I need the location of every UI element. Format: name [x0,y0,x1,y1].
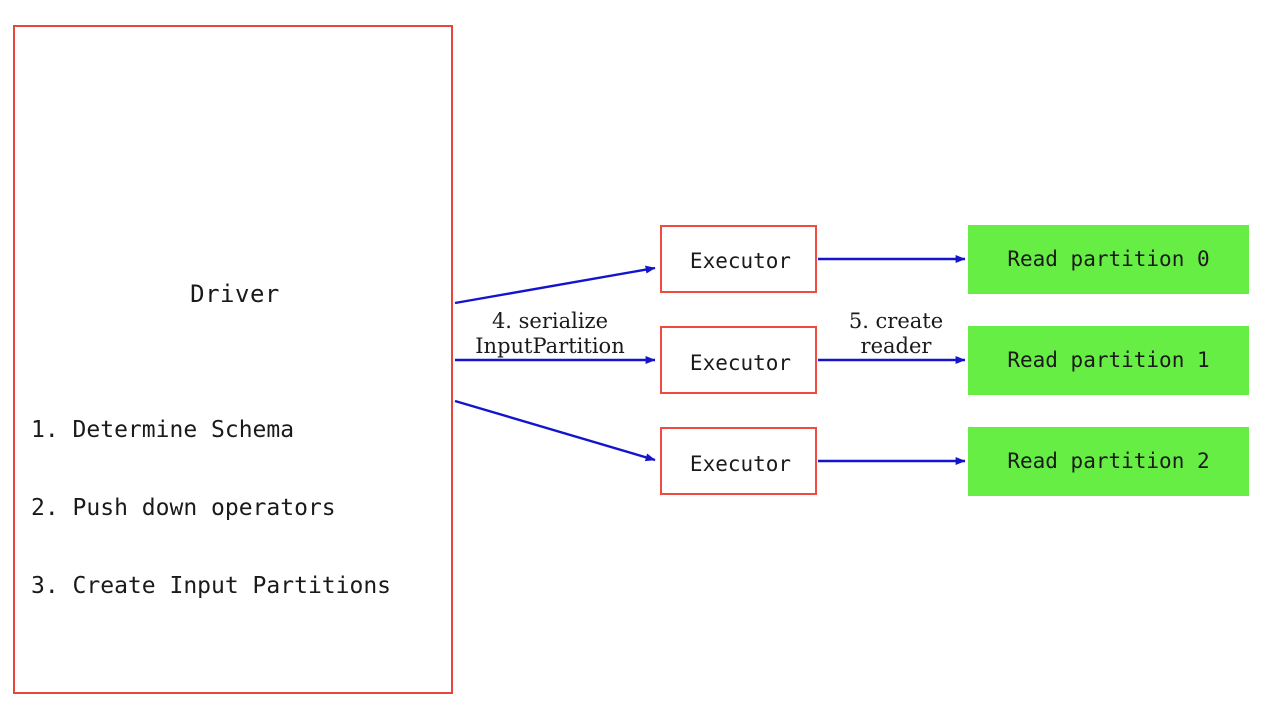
driver-title: Driver [190,280,280,308]
driver-step-1: 1. Determine Schema [31,417,295,443]
read-partition-label-0: Read partition 0 [1007,247,1210,271]
read-partition-box-1: Read partition 1 [968,326,1249,395]
executor-box-2: Executor [660,326,817,394]
driver-step-3: 3. Create Input Partitions [31,573,392,599]
executor-box-1: Executor [660,225,817,293]
executor-label-2: Executor [689,351,792,375]
edge-label-create-reader: 5. create reader [848,309,944,358]
driver-box: Driver 1. Determine Schema 2. Push down … [13,25,453,694]
read-partition-box-2: Read partition 2 [968,427,1249,496]
arrow-driver-to-executor-3 [454,399,656,462]
read-partition-label-2: Read partition 2 [1007,449,1210,473]
edge-label-serialize-inputpartition: 4. serialize InputPartition [475,309,625,358]
executor-label-1: Executor [689,249,792,273]
executor-box-3: Executor [660,427,817,495]
read-partition-label-1: Read partition 1 [1007,348,1210,372]
read-partition-box-0: Read partition 0 [968,225,1249,294]
arrow-driver-to-executor-1 [454,265,656,305]
executor-label-3: Executor [689,452,792,476]
driver-steps-list: 1. Determine Schema 2. Push down operato… [31,365,391,651]
driver-step-2: 2. Push down operators [31,495,336,521]
